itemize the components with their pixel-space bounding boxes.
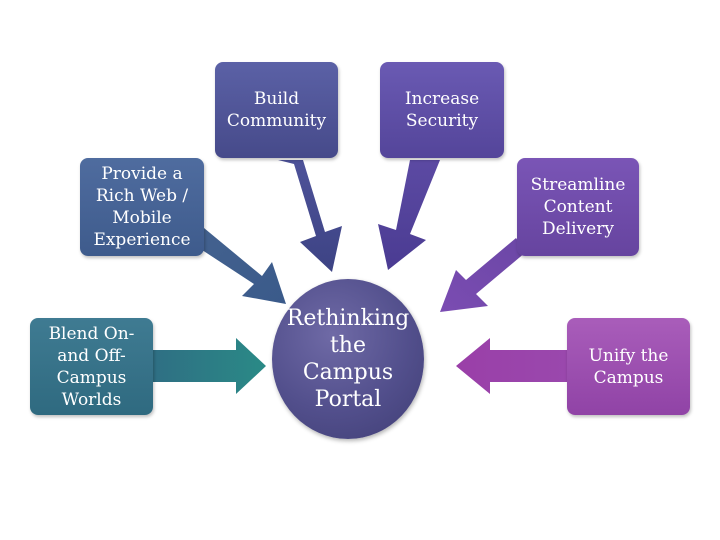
node-unify-campus-label: Unify the Campus [588,345,669,388]
node-rich-web-mobile-label: Provide a Rich Web / Mobile Experience [93,164,191,250]
node-blend-campus-worlds-label: Blend On- and Off- Campus Worlds [48,323,135,410]
node-streamline-content-label: Streamline Content Delivery [530,175,626,239]
node-increase-security: Increase Security [380,62,504,158]
node-blend-campus-worlds: Blend On- and Off- Campus Worlds [30,318,153,415]
node-build-community: Build Community [215,62,338,158]
arrow-build [278,160,342,272]
arrow-security [378,160,440,270]
hub-label: Rethinking the Campus Portal [286,306,410,412]
arrow-rich [190,228,286,304]
node-streamline-content: Streamline Content Delivery [517,158,639,256]
node-rich-web-mobile: Provide a Rich Web / Mobile Experience [80,158,204,256]
arrow-unify [456,338,567,394]
node-increase-security-label: Increase Security [404,89,480,131]
arrow-blend [153,338,266,394]
node-build-community-label: Build Community [226,89,327,131]
arrow-streamline [440,238,526,312]
node-unify-campus: Unify the Campus [567,318,690,415]
hub-circle: Rethinking the Campus Portal [272,279,424,439]
